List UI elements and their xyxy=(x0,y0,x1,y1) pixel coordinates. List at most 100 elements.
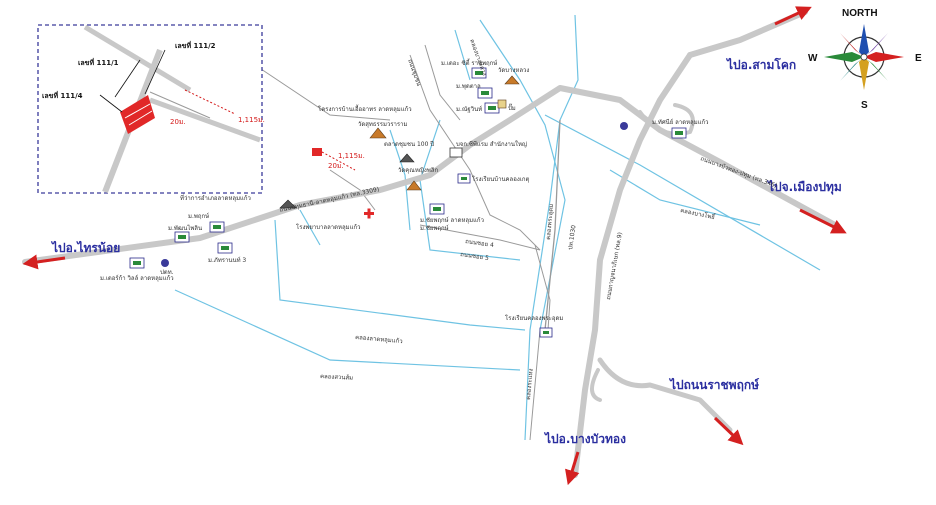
village-icon xyxy=(129,257,145,269)
village-icon xyxy=(174,231,190,243)
place-label: บจก.ซีพีแรม สำนักงานใหญ่ xyxy=(456,140,527,148)
gas-icon xyxy=(497,99,507,109)
place-label: ม.พุดตาล xyxy=(456,83,481,90)
minor-road xyxy=(409,54,541,251)
canal-line xyxy=(524,14,579,441)
road-label: ถนนปทุมธานี-ลาดหลุมแก้ว (ทล.3309) xyxy=(279,185,380,214)
minor-roads xyxy=(239,44,561,441)
village-icons xyxy=(129,67,687,338)
place-label: ม.ณัฐวินท์ xyxy=(456,105,482,113)
canal-line xyxy=(274,219,526,331)
place-label: โรงพยาบาลลาดหลุมแก้ว xyxy=(296,223,360,231)
canal-line xyxy=(609,169,761,226)
village-icon xyxy=(484,102,500,114)
canal-line xyxy=(419,119,521,261)
canal-line xyxy=(454,29,471,81)
canal-label: คลองสวนส้ม xyxy=(320,373,353,382)
site-distance-label: 1,115ม. xyxy=(338,152,365,160)
place-label: วัดคุณหญิงพลิก xyxy=(398,167,438,174)
place-label: ม.ชัยพฤกษ์ xyxy=(420,224,449,232)
place-label: ม.เดอะ ซิตี้ ราชพฤกษ์ xyxy=(441,57,497,67)
temple-icon xyxy=(399,153,415,163)
dest-pathumthani-label: ไปจ.เมืองปทุม xyxy=(766,179,842,195)
inset-plot-a-label: เลขที่ 111/2 xyxy=(175,40,216,50)
dest-nonthaburi-label: ไปถนนราชพฤกษ์ xyxy=(668,377,759,392)
landmark-icon xyxy=(620,122,628,130)
site-width-label: 20ม. xyxy=(328,162,344,170)
minor-road xyxy=(544,119,561,331)
place-label: โรงเรียนคลองพระอุดม xyxy=(505,314,563,322)
ptt-icon xyxy=(161,259,169,267)
dest-bangbuathong-label: ไปอ.บางบัวทอง xyxy=(543,431,626,446)
canal-label: คลองพระอุดม xyxy=(545,204,555,241)
road-label: ถนนชุมชน xyxy=(406,58,422,87)
place-label: ม.พฤกษ์ xyxy=(188,212,209,220)
compass-east: E xyxy=(915,53,922,64)
arrow-pathumthani xyxy=(799,208,847,234)
canals xyxy=(174,14,821,441)
temple-icon xyxy=(406,180,422,191)
place-label: ปตท. xyxy=(160,269,174,276)
main-roads xyxy=(22,9,838,478)
dest-sainoi-label: ไปอ.ไทรน้อย xyxy=(50,240,120,255)
minor-road xyxy=(424,44,461,121)
compass-south: S xyxy=(861,100,868,111)
place-label: ที่ว่าการอำเภอลาดหลุมแก้ว xyxy=(180,194,251,202)
company-icon xyxy=(449,147,463,158)
interchange-loop xyxy=(638,103,695,136)
canal-label: คลองระแหง xyxy=(525,368,535,400)
main-road-3309 xyxy=(22,85,838,265)
place-label: ม.ชัยพฤกษ์ ลาดหลุมแก้ว xyxy=(420,216,484,224)
minor-road xyxy=(534,244,551,331)
site-marker: 1,115ม. 20ม. xyxy=(312,148,365,171)
road-label: ถนนซอย 5 xyxy=(460,251,490,262)
village-icon xyxy=(209,221,225,233)
inset-width-label: 20ม. xyxy=(170,118,186,126)
compass-rose: NORTH W E S xyxy=(808,8,922,111)
place-label: วัดสุทธรรมวราราม xyxy=(358,121,407,128)
arrow-nonthaburi xyxy=(713,416,744,446)
compass-north: NORTH xyxy=(842,8,878,19)
place-label: ม.ภัทรานนท์ 3 xyxy=(208,256,246,264)
place-label: โรงเรียนบ้านคลองเกตุ xyxy=(472,175,529,183)
place-label: ม.พัฒนไพลิน xyxy=(168,224,202,232)
village-icon xyxy=(217,242,233,254)
interchange-loop-3 xyxy=(590,368,602,402)
arrow-sainoi xyxy=(22,254,66,270)
place-labels: ม.เดอะ ซิตี้ ราชพฤกษ์ วัดบางหลวง ม.พุดตา… xyxy=(100,57,709,322)
village-icon xyxy=(671,127,687,139)
hospital-icon xyxy=(364,208,374,219)
place-label: ปั๊ม xyxy=(508,103,516,112)
canal-line xyxy=(174,289,521,371)
office-icon xyxy=(279,199,297,209)
school-icon xyxy=(457,173,471,184)
village-icon xyxy=(471,67,487,79)
road-label: ถนนซอย 4 xyxy=(465,238,495,249)
road-label: ถนนบางบัวทอง-ปทุม (ทล.346) xyxy=(699,155,778,189)
inset-plot-b-label: เลขที่ 111/1 xyxy=(78,57,119,67)
village-icon xyxy=(477,87,493,99)
plot-highlight xyxy=(120,95,155,134)
road-label: ปท.1030 xyxy=(567,224,577,250)
canal-line xyxy=(299,209,321,246)
canal-label: คลองลาดหลุมแก้ว xyxy=(355,334,403,345)
minor-road xyxy=(419,224,541,251)
canal-line xyxy=(389,129,411,231)
temple-icons xyxy=(161,75,628,267)
inset-distance-label: 1,115ม. xyxy=(238,116,265,124)
inset-plot-c-label: เลขที่ 111/4 xyxy=(42,90,83,100)
arrow-bangbuathong xyxy=(565,451,580,486)
place-label: ม.เดอร์ก้า วิลล์ ลาดหลุมแก้ว xyxy=(100,274,174,282)
dest-samkhok-label: ไปอ.สามโคก xyxy=(725,57,796,72)
school-icon xyxy=(539,327,553,338)
minor-road xyxy=(329,169,376,211)
destination-arrows xyxy=(22,6,847,486)
interchange-loop-2 xyxy=(597,357,733,433)
place-label: วัดบางหลวง xyxy=(498,67,529,74)
arrow-samkhok xyxy=(774,6,812,26)
place-label: โครงการบ้านเอื้ออาทร ลาดหลุมแก้ว xyxy=(318,103,412,113)
temple-icon xyxy=(504,75,520,85)
minor-road xyxy=(529,329,541,441)
canal-line xyxy=(544,114,821,271)
